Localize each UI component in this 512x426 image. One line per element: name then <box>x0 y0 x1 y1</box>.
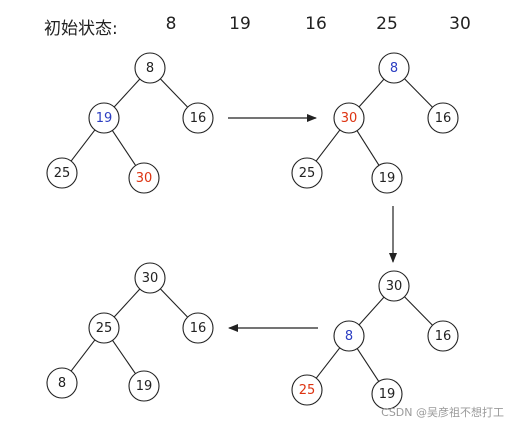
tree-node-label: 8 <box>390 61 398 76</box>
tree-node-label: 16 <box>190 111 207 126</box>
tree-node-circle <box>134 262 166 294</box>
tree-node-circle <box>46 367 78 399</box>
tree-node-circle <box>333 320 365 352</box>
initial-value-4: 25 <box>376 14 398 34</box>
tree-node-label: 16 <box>435 111 452 126</box>
initial-state-label: 初始状态: <box>44 19 118 39</box>
tree-edge <box>315 129 341 162</box>
tree-step-2: 30 8 16 25 19 <box>291 270 459 410</box>
tree-node-circle <box>378 270 410 302</box>
tree-node-circle <box>371 162 403 194</box>
tree-node-circle <box>88 312 120 344</box>
tree-node-label: 25 <box>96 321 113 336</box>
tree-edge <box>356 130 380 166</box>
tree-node-circle <box>378 52 410 84</box>
initial-value-1: 8 <box>165 14 177 34</box>
tree-edge <box>113 288 141 318</box>
tree-node-label: 8 <box>345 329 353 344</box>
tree-node-circle <box>128 162 160 194</box>
tree-node-label: 16 <box>435 329 452 344</box>
tree-node-label: 25 <box>299 383 316 398</box>
initial-value-5: 30 <box>449 14 471 34</box>
tree-step-1: 8 30 16 25 19 <box>291 52 459 194</box>
tree-edge <box>358 78 385 108</box>
tree-edge <box>111 130 137 166</box>
tree-edge <box>356 348 380 382</box>
tree-edge <box>112 340 136 374</box>
tree-node-label: 25 <box>299 166 316 181</box>
tree-node-label: 16 <box>190 321 207 336</box>
tree-initial: 8 19 16 25 30 <box>46 52 214 194</box>
tree-edge <box>358 296 385 326</box>
tree-node-circle <box>182 312 214 344</box>
tree-edge <box>159 78 189 108</box>
tree-edge <box>404 296 433 326</box>
tree-node-label: 30 <box>142 271 159 286</box>
tree-node-label: 8 <box>58 376 66 391</box>
tree-node-label: 25 <box>54 166 71 181</box>
tree-node-label: 30 <box>136 171 153 186</box>
tree-edge <box>70 339 96 372</box>
tree-node-label: 19 <box>379 387 396 402</box>
tree-node-circle <box>128 370 160 402</box>
tree-final: 30 25 16 8 19 <box>46 262 214 402</box>
initial-value-3: 16 <box>305 14 327 34</box>
tree-node-circle <box>333 102 365 134</box>
tree-node-circle <box>427 320 459 352</box>
initial-value-2: 19 <box>229 14 251 34</box>
tree-edge <box>404 78 433 108</box>
tree-node-circle <box>46 157 78 189</box>
tree-edge <box>113 78 141 108</box>
tree-node-circle <box>291 374 323 406</box>
tree-node-circle <box>88 102 120 134</box>
tree-node-label: 19 <box>136 379 153 394</box>
tree-node-label: 19 <box>379 171 396 186</box>
tree-edge <box>70 129 96 162</box>
watermark: CSDN @吴彦祖不想打工 <box>381 406 504 419</box>
tree-node-label: 8 <box>146 61 154 76</box>
tree-node-label: 30 <box>386 279 403 294</box>
tree-node-circle <box>182 102 214 134</box>
tree-node-circle <box>291 157 323 189</box>
tree-node-label: 30 <box>341 111 358 126</box>
tree-node-circle <box>134 52 166 84</box>
tree-edge <box>315 347 341 379</box>
tree-edge <box>159 288 189 318</box>
tree-node-circle <box>427 102 459 134</box>
tree-node-label: 19 <box>96 111 113 126</box>
tree-node-circle <box>371 378 403 410</box>
